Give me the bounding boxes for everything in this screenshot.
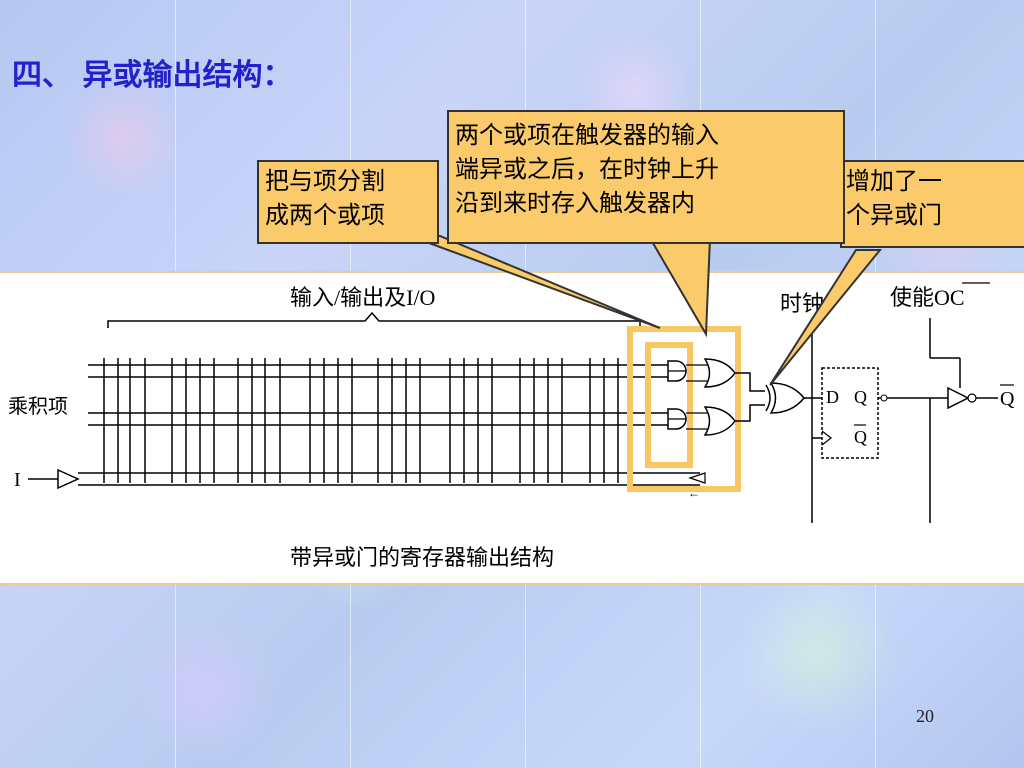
clock-label: 时钟 xyxy=(780,291,824,316)
and-term-highlight-inner xyxy=(645,342,693,468)
page-number: 20 xyxy=(916,706,934,726)
callout-line: 两个或项在触发器的输入 xyxy=(455,121,719,149)
clock-edge-icon xyxy=(821,430,832,446)
or-gate-icon xyxy=(703,358,736,388)
callout-line: 成两个或项 xyxy=(265,201,385,229)
d-flip-flop xyxy=(821,367,879,459)
ff-qbar-label: Q xyxy=(854,427,867,447)
input-buffer-icon xyxy=(57,468,80,490)
diagram-panel: 输入/输出及I/O xyxy=(0,271,1024,585)
output-q-label: Q xyxy=(1000,388,1015,410)
slide-title: 四、 异或输出结构： xyxy=(12,58,293,93)
callout-store-after-xor: 两个或项在触发器的输入 端异或之后，在时钟上升 沿到来时存入触发器内 xyxy=(447,110,845,244)
or-gate-icon xyxy=(703,406,736,436)
diagram-caption: 带异或门的寄存器输出结构 xyxy=(290,545,554,570)
top-brace xyxy=(107,311,641,328)
callout-line: 个异或门 xyxy=(846,201,942,229)
xor-register-output-diagram: 输入/输出及I/O xyxy=(8,282,1015,570)
callout-line: 把与项分割 xyxy=(265,167,385,195)
callout-split-and-terms: 把与项分割 成两个或项 xyxy=(257,160,439,244)
tristate-buffer-icon xyxy=(947,386,970,410)
xor-gate-icon xyxy=(769,382,805,414)
input-column-lines xyxy=(103,358,633,483)
ff-d-label: D xyxy=(826,387,839,407)
product-term-label: 乘积项 xyxy=(8,395,68,418)
callout-line: 增加了一 xyxy=(846,167,942,195)
top-brace-label: 输入/输出及I/O xyxy=(290,285,435,310)
callout-line: 端异或之后，在时钟上升 xyxy=(455,155,719,183)
input-label: I xyxy=(14,469,21,491)
ff-q-label: Q xyxy=(854,387,867,407)
callout-added-xor-gate: 增加了一 个异或门 xyxy=(840,160,1024,248)
feedback-buffer-icon xyxy=(688,472,706,484)
enable-label: 使能OC xyxy=(890,285,965,310)
callout-line: 沿到来时存入触发器内 xyxy=(455,189,695,217)
